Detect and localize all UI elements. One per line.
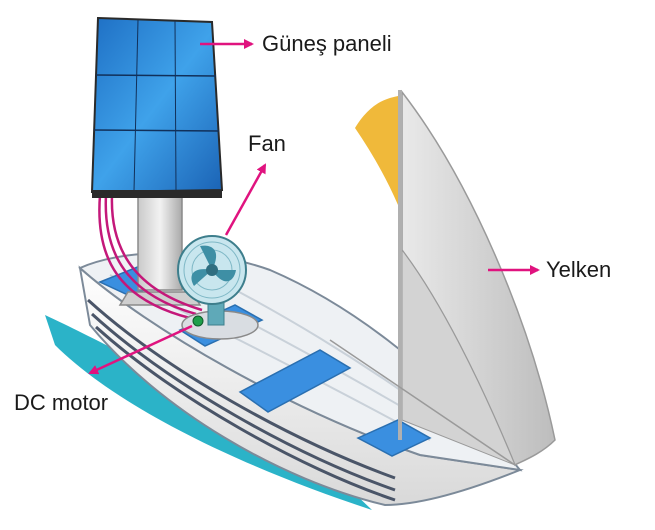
arrow-dc-motor [88,324,193,375]
fan [177,235,259,340]
label-dc-motor: DC motor [14,390,109,415]
label-fan: Fan [248,131,286,156]
label-solar-panel: Güneş paneli [262,31,392,56]
arrow-fan [224,163,267,236]
wires [98,194,203,320]
solar-panel [90,16,224,198]
label-sail: Yelken [546,257,612,282]
main-sail [329,89,556,467]
panel-pole [137,194,183,291]
dc-motor [192,315,204,327]
yellow-sail [355,96,398,205]
